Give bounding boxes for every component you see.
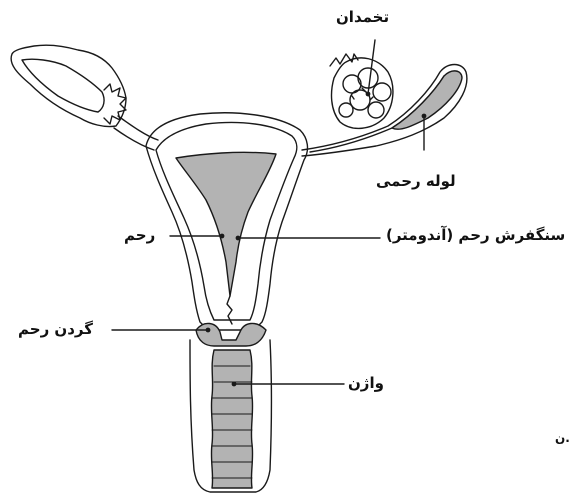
label-vagina: واژن	[348, 376, 384, 391]
right-tube-lumen	[392, 71, 462, 129]
left-tube-upper	[118, 116, 158, 140]
label-ovary: تخمدان	[336, 10, 389, 25]
left-ovary-inner	[22, 59, 104, 112]
label-endometrium: سنگفرش رحم (آندومتر)	[386, 228, 565, 243]
label-uterus: رحم	[124, 228, 155, 243]
stray-text: .ن	[555, 432, 570, 444]
cervix	[196, 323, 266, 346]
left-fimbriae	[104, 84, 126, 124]
label-fallopian-tube: لوله رحمی	[376, 174, 456, 189]
label-cervix: گردن رحم	[18, 322, 93, 337]
right-ovary	[332, 58, 393, 128]
vagina-lumen	[211, 350, 252, 488]
